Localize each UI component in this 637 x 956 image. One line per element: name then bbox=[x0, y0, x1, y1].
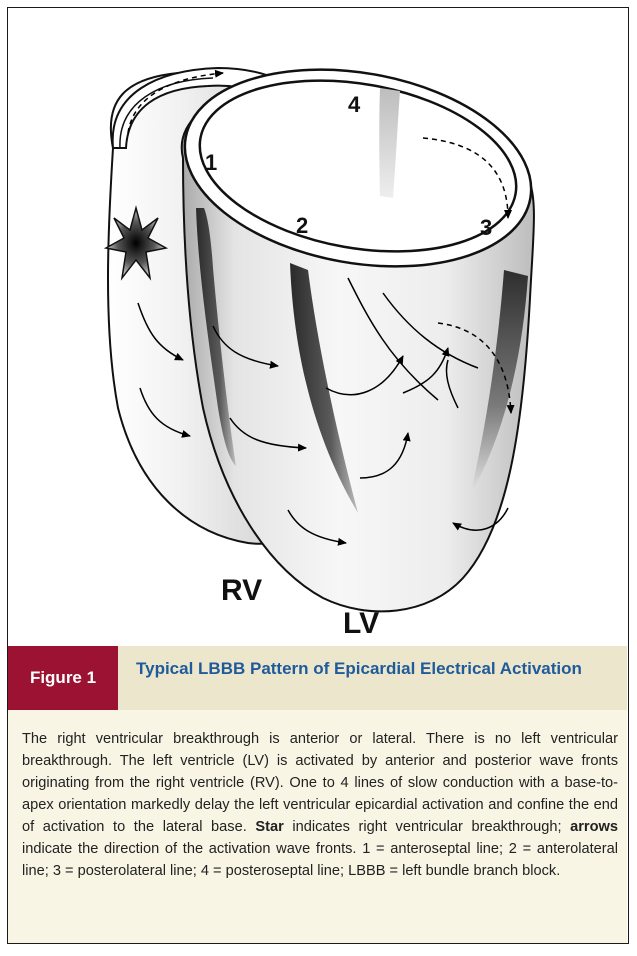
figure-header-bar: Figure 1 Typical LBBB Pattern of Epicard… bbox=[8, 646, 627, 710]
caption-part-3: indicate the direction of the activation… bbox=[22, 841, 618, 879]
label-rv: RV bbox=[221, 574, 262, 607]
caption-star-term: Star bbox=[255, 819, 283, 835]
label-lv: LV bbox=[343, 607, 379, 640]
heart-activation-diagram: 1 2 3 4 RV LV bbox=[8, 8, 628, 646]
label-line-2: 2 bbox=[296, 213, 308, 238]
caption-arrows-term: arrows bbox=[570, 819, 618, 835]
figure-number: Figure 1 bbox=[8, 646, 118, 710]
label-line-1: 1 bbox=[205, 150, 217, 175]
label-line-3: 3 bbox=[480, 215, 492, 240]
caption-text: The right ventricular breakthrough is an… bbox=[22, 728, 618, 882]
label-line-4: 4 bbox=[348, 92, 361, 117]
figure-caption: The right ventricular breakthrough is an… bbox=[8, 710, 627, 943]
figure-frame: 1 2 3 4 RV LV Figure 1 Typical LBBB Patt… bbox=[7, 7, 629, 944]
figure-title: Typical LBBB Pattern of Epicardial Elect… bbox=[136, 659, 616, 678]
caption-part-2: indicates right ventricular breakthrough… bbox=[284, 819, 570, 835]
